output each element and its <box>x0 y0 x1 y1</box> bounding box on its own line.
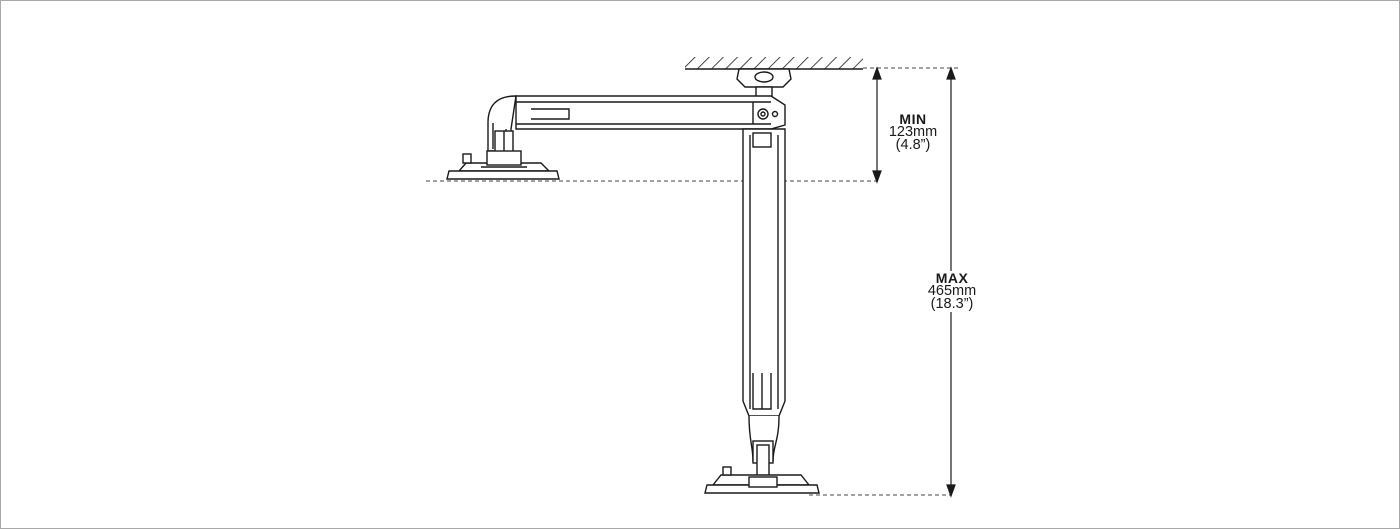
min-dimension-arrow <box>872 66 882 184</box>
retracted-mount-base <box>446 130 560 180</box>
reference-lines <box>426 67 961 496</box>
ceiling-hatch <box>685 57 863 70</box>
max-imperial: (18.3”) <box>930 296 974 312</box>
min-imperial: (4.8”) <box>895 137 931 153</box>
min-title: MIN <box>899 111 927 127</box>
min-label: MIN 123mm (4.8”) <box>881 112 945 153</box>
extended-mount-base <box>704 444 820 494</box>
horizontal-arm <box>487 95 786 152</box>
vertical-arm <box>742 128 786 464</box>
min-metric: 123mm <box>888 124 938 140</box>
max-label: MAX 465mm (18.3”) <box>920 271 984 312</box>
max-metric: 465mm <box>927 283 977 299</box>
ceiling-mount-plate <box>736 68 792 98</box>
max-title: MAX <box>935 270 969 286</box>
